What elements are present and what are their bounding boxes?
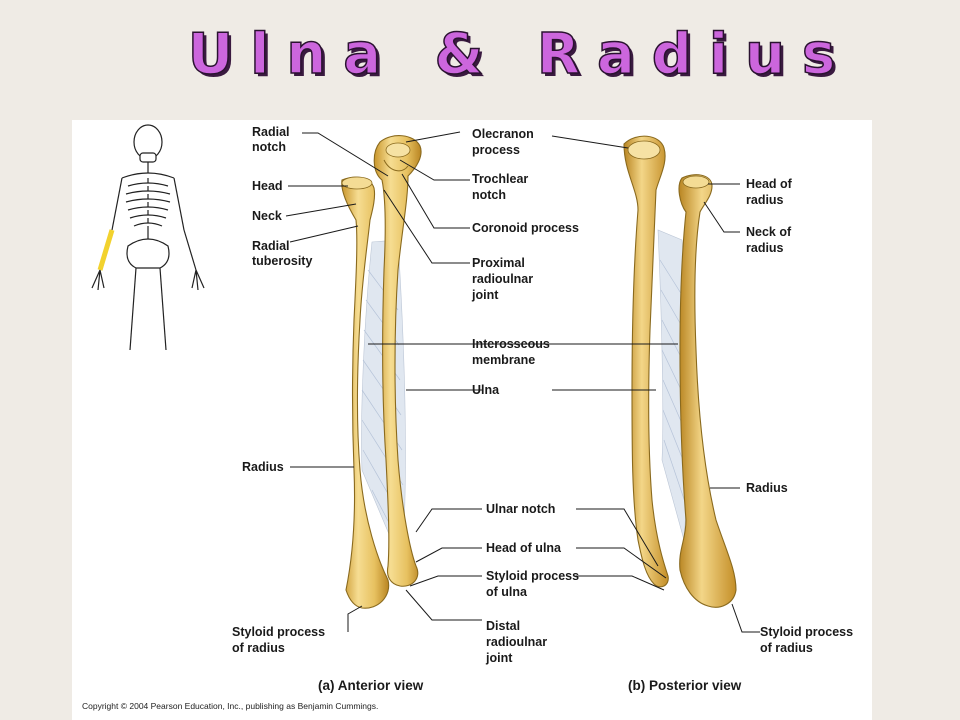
label-styloid-radius-anterior-1: Styloid process [232,625,325,639]
label-styloid-radius-posterior-2: of radius [760,641,813,655]
label-radial-tuberosity-1: Radial [252,239,290,253]
label-trochlear-1: Trochlear [472,172,528,186]
anterior-view-illustration [341,135,422,609]
skeleton-thumbnail [91,124,205,351]
posterior-view-illustration [623,135,737,608]
page-title: Ulna & Radius [187,21,853,88]
label-proximal-2: radioulnar [472,272,533,286]
label-radial-notch-1: Radial [252,125,290,139]
label-interosseous-2: membrane [472,353,535,367]
label-proximal-1: Proximal [472,256,525,270]
caption-anterior: (a) Anterior view [318,678,424,693]
label-interosseous-1: Interosseous [472,337,550,351]
label-ulna: Ulna [472,383,500,397]
label-olecranon-2: process [472,143,520,157]
label-head-of-radius-2: radius [746,193,784,207]
label-olecranon-1: Olecranon [472,127,534,141]
label-proximal-3: joint [471,288,499,302]
label-radius-posterior: Radius [746,481,788,495]
label-distal-2: radioulnar [486,635,547,649]
radius-posterior [678,174,737,608]
label-head-of-ulna: Head of ulna [486,541,562,555]
radius-anterior [341,176,390,609]
diagram-panel: Radial notch Head Neck Radial tuberosity… [72,120,872,720]
label-distal-1: Distal [486,619,520,633]
label-styloid-ulna-2: of ulna [486,585,528,599]
label-coronoid: Coronoid process [472,221,579,235]
forearm-diagram: Radial notch Head Neck Radial tuberosity… [82,124,853,711]
leader-lines [285,131,760,633]
label-head: Head [252,179,283,193]
ulna-posterior [623,135,669,588]
caption-posterior: (b) Posterior view [628,678,742,693]
label-head-of-radius-1: Head of [746,177,793,191]
label-styloid-radius-anterior-2: of radius [232,641,285,655]
label-styloid-ulna-1: Styloid process [486,569,579,583]
label-ulnar-notch: Ulnar notch [486,502,555,516]
label-neck: Neck [252,209,282,223]
label-radius-anterior: Radius [242,460,284,474]
label-neck-of-radius-2: radius [746,241,784,255]
label-distal-3: joint [485,651,513,665]
label-radial-notch-2: notch [252,140,286,154]
label-neck-of-radius-1: Neck of [746,225,792,239]
label-radial-tuberosity-2: tuberosity [252,254,312,268]
label-trochlear-2: notch [472,188,506,202]
copyright-text: Copyright © 2004 Pearson Education, Inc.… [82,701,378,711]
highlighted-forearm [97,229,115,271]
label-styloid-radius-posterior-1: Styloid process [760,625,853,639]
